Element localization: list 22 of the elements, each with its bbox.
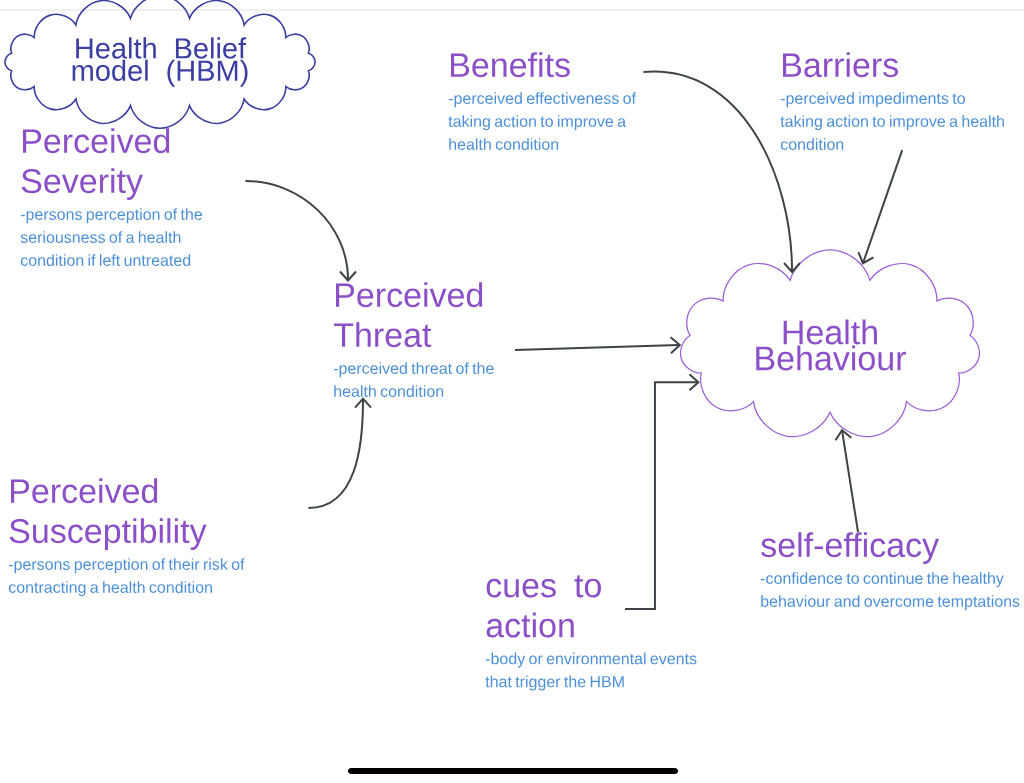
behaviour-cloud: Health Behaviour bbox=[679, 249, 981, 438]
heading-text: Perceived Threat bbox=[334, 282, 483, 348]
description-text: -confidence to continue the healthy behaviour and overcome temptations bbox=[760, 572, 1020, 611]
arrow bbox=[244, 180, 357, 282]
description-text: -persons perception of their risk of contracting a health condition bbox=[8, 558, 245, 597]
heading-text: self-efficacy bbox=[761, 532, 939, 564]
description-text: -persons perception of the seriousness of a health condition if left untreated bbox=[20, 208, 202, 266]
arrow bbox=[514, 336, 682, 355]
description-text: -perceived threat of the health condition bbox=[333, 362, 494, 397]
heading-text: Benefits bbox=[451, 52, 570, 78]
heading-text: Perceived Severity bbox=[21, 128, 170, 200]
heading-text: Perceived Susceptibility bbox=[9, 478, 207, 550]
description-text: -perceived effectiveness of taking action to improve a health condition bbox=[448, 92, 636, 150]
arrow bbox=[624, 373, 700, 610]
heading-text: Barriers bbox=[783, 52, 898, 78]
heading-text: cues to action bbox=[486, 575, 601, 638]
arrow bbox=[857, 149, 904, 265]
description-text: -body or environmental events that trigger the HBM bbox=[485, 652, 697, 691]
arrow bbox=[834, 428, 859, 533]
arrow bbox=[307, 397, 372, 509]
description-text: -perceived impediments to taking action to improve a health condition bbox=[780, 92, 1004, 150]
arrow bbox=[642, 71, 801, 274]
